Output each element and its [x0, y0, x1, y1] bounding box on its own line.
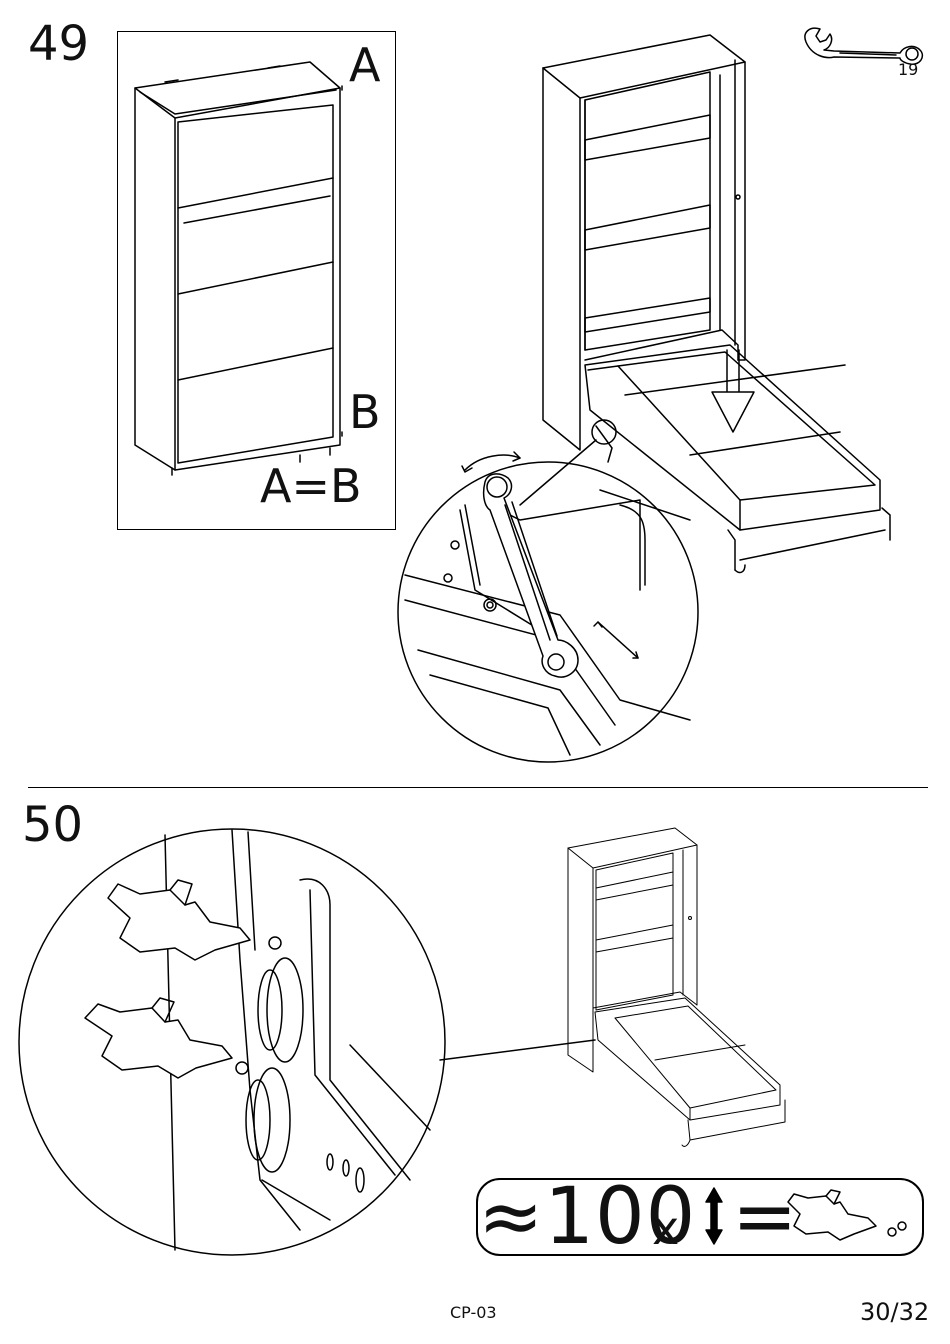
quantity-times: x: [652, 1205, 679, 1251]
document-code: CP-03: [450, 1303, 497, 1322]
cable-clip-icon: [780, 1188, 920, 1246]
double-arrow-icon: [704, 1186, 724, 1246]
page-number: 30/32: [860, 1298, 929, 1326]
